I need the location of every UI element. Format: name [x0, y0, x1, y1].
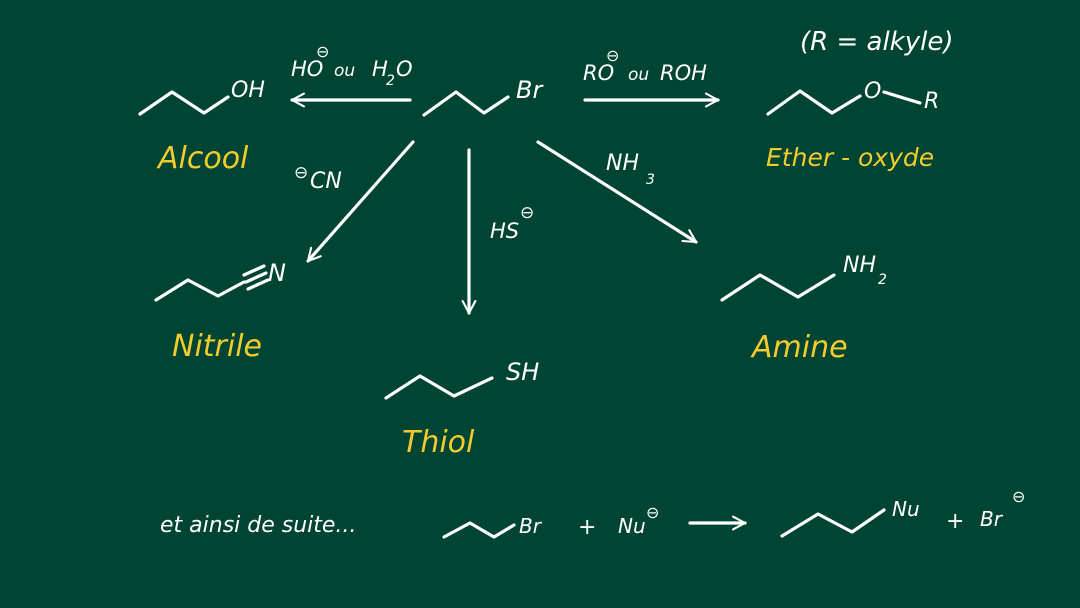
ether-reagent-or: ou: [628, 65, 649, 85]
thiol-reagent-charge: ⊖: [520, 203, 534, 223]
reaction-amine: NH 3 NH 2 Amine: [536, 140, 887, 365]
ether-label: Ether - oxyde: [766, 143, 934, 172]
amine-label: Amine: [750, 330, 848, 365]
ether-oxygen: O: [864, 79, 881, 104]
ether-alkyl-group: R: [924, 89, 939, 114]
alcool-reagent-hydroxide: HO: [291, 57, 323, 81]
ether-reagent-alcohol: ROH: [660, 61, 707, 85]
general-intro: et ainsi de suite...: [160, 513, 356, 538]
general-nucleophile: Nu: [618, 514, 646, 538]
nitrile-reagent-cyanide: CN: [310, 169, 342, 194]
reaction-nitrile: ⊖ CN N Nitrile: [154, 140, 415, 364]
nitrile-label: Nitrile: [172, 329, 262, 364]
reactant-molecule: Br: [422, 76, 544, 117]
alcool-reagent-water-o: O: [396, 57, 413, 81]
nitrile-triple-bond-3: [246, 278, 270, 291]
general-reactant-skeleton: [442, 521, 516, 539]
general-product-nucleophile: Nu: [892, 497, 920, 521]
nitrile-triple-bond-1: [242, 264, 266, 277]
thiol-sulfhydryl-group: SH: [506, 358, 539, 386]
general-plus-1: +: [578, 515, 596, 540]
alcool-label: Alcool: [156, 141, 249, 176]
general-byproduct-charge: ⊖: [1012, 487, 1025, 506]
general-reactant-bromine: Br: [519, 514, 543, 538]
amine-skeleton: [720, 273, 836, 302]
ether-o-r-bond: [882, 90, 922, 105]
nitrile-reagent-charge: ⊖: [294, 163, 308, 183]
alcool-reagent-or: ou: [334, 61, 355, 81]
thiol-reagent-hydrosulfide: HS: [490, 219, 519, 243]
general-equation: et ainsi de suite... Br + Nu ⊖ Nu + Br ⊖: [160, 487, 1025, 540]
thiol-skeleton: [384, 374, 494, 400]
arrow-to-nitrile: [306, 140, 415, 263]
amine-amino-group: NH: [843, 253, 876, 278]
general-plus-2: +: [946, 509, 964, 534]
amine-amino-sub: 2: [878, 272, 887, 288]
alcool-reagent-water-sub: 2: [386, 73, 395, 89]
nitrile-triple-bond-2: [244, 271, 268, 284]
general-nucleophile-charge: ⊖: [646, 503, 659, 522]
reaction-alcool: HO ⊖ ou H 2 O OH Alcool: [138, 42, 413, 176]
alcool-reagent-water-h: H: [372, 57, 388, 81]
ether-reagent-charge: ⊖: [606, 46, 619, 65]
alcool-skeleton: [138, 90, 230, 116]
alcool-hydroxyl-group: OH: [231, 78, 265, 103]
amine-reagent-sub: 3: [646, 172, 655, 188]
nitrile-skeleton: [154, 278, 246, 302]
ether-reagent-alkoxide: RO: [583, 61, 614, 85]
reaction-ether: RO ⊖ ou ROH (R = alkyle) O R Ether - oxy…: [583, 27, 954, 172]
amine-reagent-ammonia: NH: [606, 151, 639, 176]
reactant-skeleton: [422, 90, 510, 117]
alcool-reagent-charge: ⊖: [316, 42, 329, 61]
arrow-to-amine: [536, 140, 698, 244]
thiol-label: Thiol: [402, 425, 475, 460]
ether-alkyl-note: (R = alkyle): [800, 27, 954, 57]
general-byproduct: Br: [980, 507, 1004, 531]
reactant-bromine: Br: [516, 76, 544, 104]
nitrile-nitrogen: N: [268, 259, 286, 287]
general-product-skeleton: [780, 508, 886, 538]
reaction-thiol: HS ⊖ SH Thiol: [384, 148, 539, 460]
ether-skeleton: [766, 89, 862, 116]
